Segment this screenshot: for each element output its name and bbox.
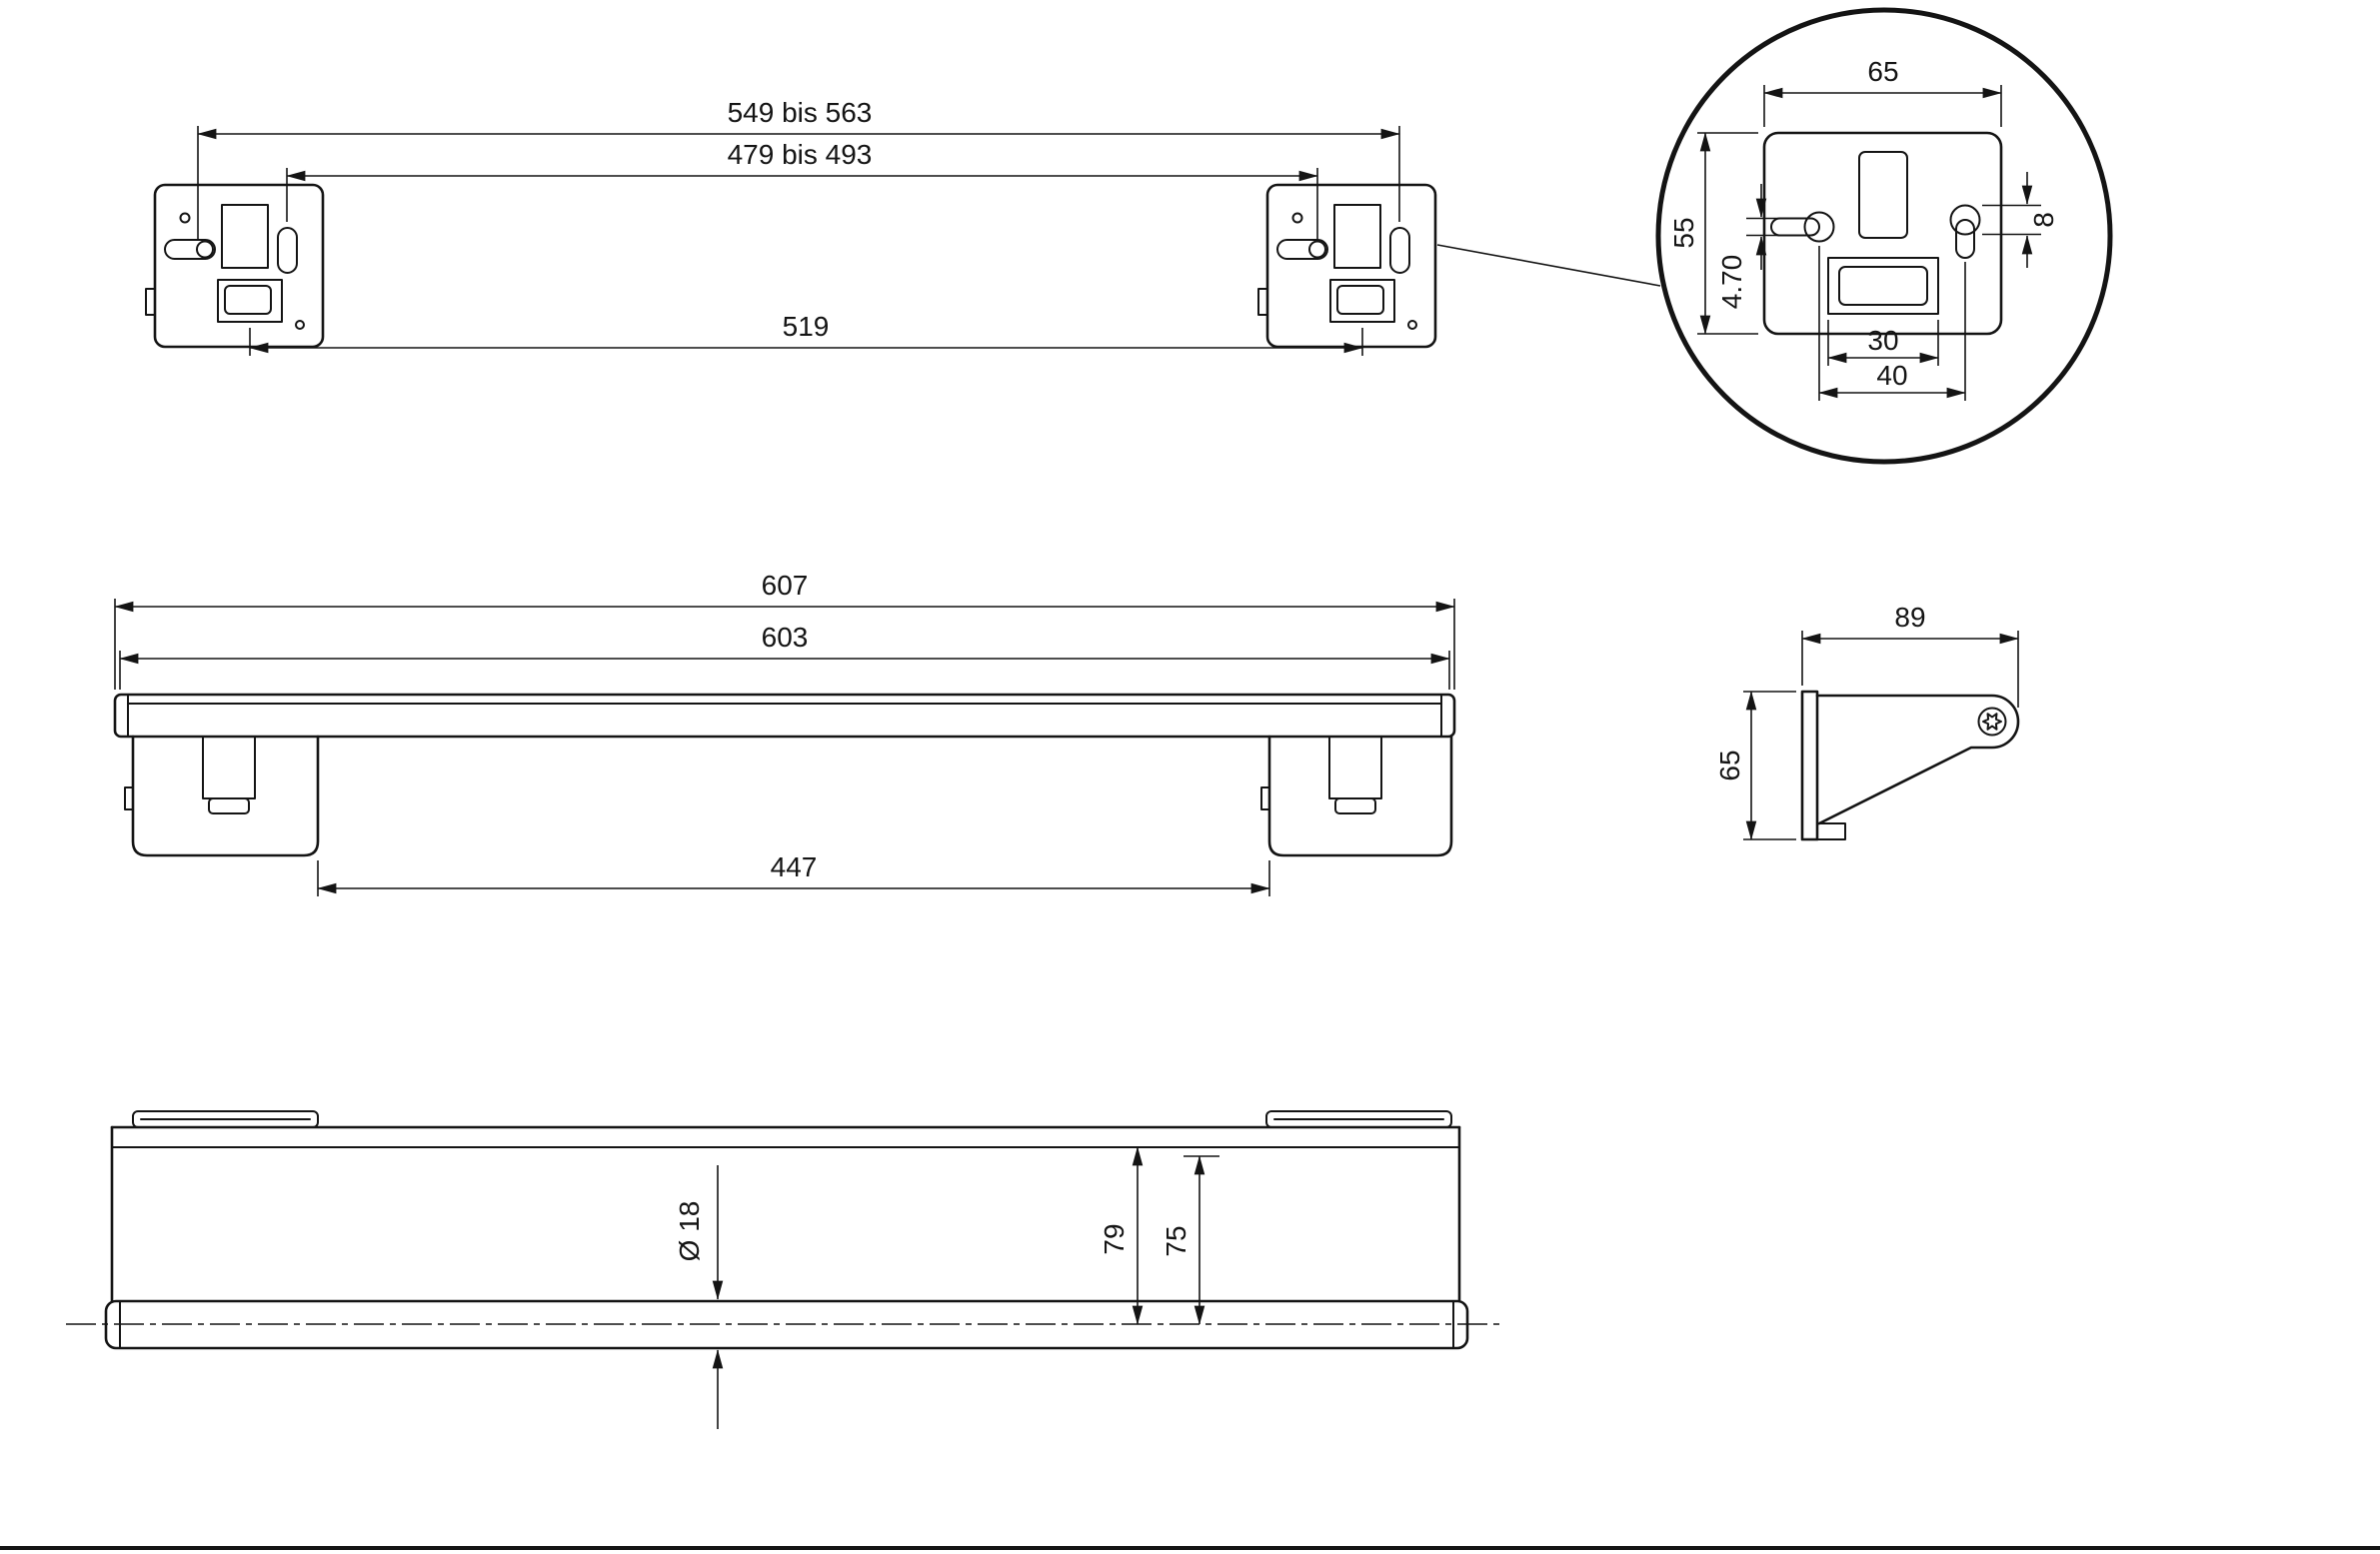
detail-leader-line bbox=[1436, 244, 1661, 287]
plan-dim-center-offset bbox=[1122, 1146, 1158, 1325]
plan-dim-face-offset bbox=[1184, 1155, 1219, 1325]
side-dim-depth-label: 89 bbox=[1894, 602, 1925, 633]
plan-view: Ø 18 79 75 bbox=[66, 1110, 1505, 1429]
detail-dim-height bbox=[1697, 132, 1758, 335]
rear-dim-inner bbox=[286, 168, 1318, 240]
torx-star-icon bbox=[1982, 713, 2002, 731]
detail-dim-spacing-label: 40 bbox=[1876, 360, 1907, 391]
rail-plan bbox=[110, 1110, 1461, 1303]
left-bracket-front bbox=[124, 735, 320, 857]
plan-dim-center-offset-label: 79 bbox=[1099, 1223, 1130, 1254]
bracket-side bbox=[1800, 690, 2020, 841]
detail-dim-slot-height-label: 4.70 bbox=[1716, 255, 1747, 310]
torx-screw-icon bbox=[1977, 707, 2007, 737]
detail-circle bbox=[1655, 7, 2113, 465]
bar-front bbox=[113, 693, 1456, 739]
detail-view: 65 55 4.70 8 30 bbox=[1655, 7, 2113, 465]
rear-dim-centers-label: 519 bbox=[783, 311, 830, 342]
plan-dim-face-offset-label: 75 bbox=[1161, 1225, 1191, 1256]
detail-dim-hole-label: 8 bbox=[2028, 212, 2059, 228]
side-dim-height-label: 65 bbox=[1714, 750, 1745, 780]
rear-dim-outer bbox=[197, 126, 1400, 240]
side-dim-height bbox=[1743, 691, 1796, 840]
front-dim-overall-label: 607 bbox=[762, 570, 809, 601]
detail-dim-spacing bbox=[1818, 246, 1966, 401]
front-dim-body-label: 603 bbox=[762, 622, 809, 653]
rear-dim-outer-label: 549 bis 563 bbox=[728, 97, 873, 128]
rear-view: 549 bis 563 479 bis 493 519 bbox=[144, 97, 1661, 356]
detail-dim-slot-height bbox=[1746, 184, 1789, 270]
rear-dim-inner-label: 479 bis 493 bbox=[728, 139, 873, 170]
front-dim-clearance bbox=[317, 860, 1270, 896]
rear-dim-centers bbox=[249, 328, 1363, 356]
detail-plate bbox=[1762, 131, 2003, 336]
front-view: 607 603 447 bbox=[113, 570, 1456, 896]
front-dim-body bbox=[119, 651, 1450, 690]
front-dim-clearance-label: 447 bbox=[771, 851, 818, 882]
detail-dim-height-label: 55 bbox=[1668, 217, 1699, 248]
plan-dim-diameter-label: Ø 18 bbox=[674, 1201, 705, 1262]
detail-dim-width-label: 65 bbox=[1867, 56, 1898, 87]
side-dim-depth bbox=[1801, 631, 2019, 708]
front-dim-overall bbox=[114, 599, 1455, 690]
detail-dim-width bbox=[1763, 85, 2002, 127]
right-bracket-front bbox=[1260, 735, 1453, 857]
side-view: 89 65 bbox=[1714, 602, 2020, 841]
detail-dim-hole bbox=[1982, 172, 2041, 268]
detail-dim-window-label: 30 bbox=[1867, 325, 1898, 356]
detail-dim-window bbox=[1827, 320, 1939, 366]
